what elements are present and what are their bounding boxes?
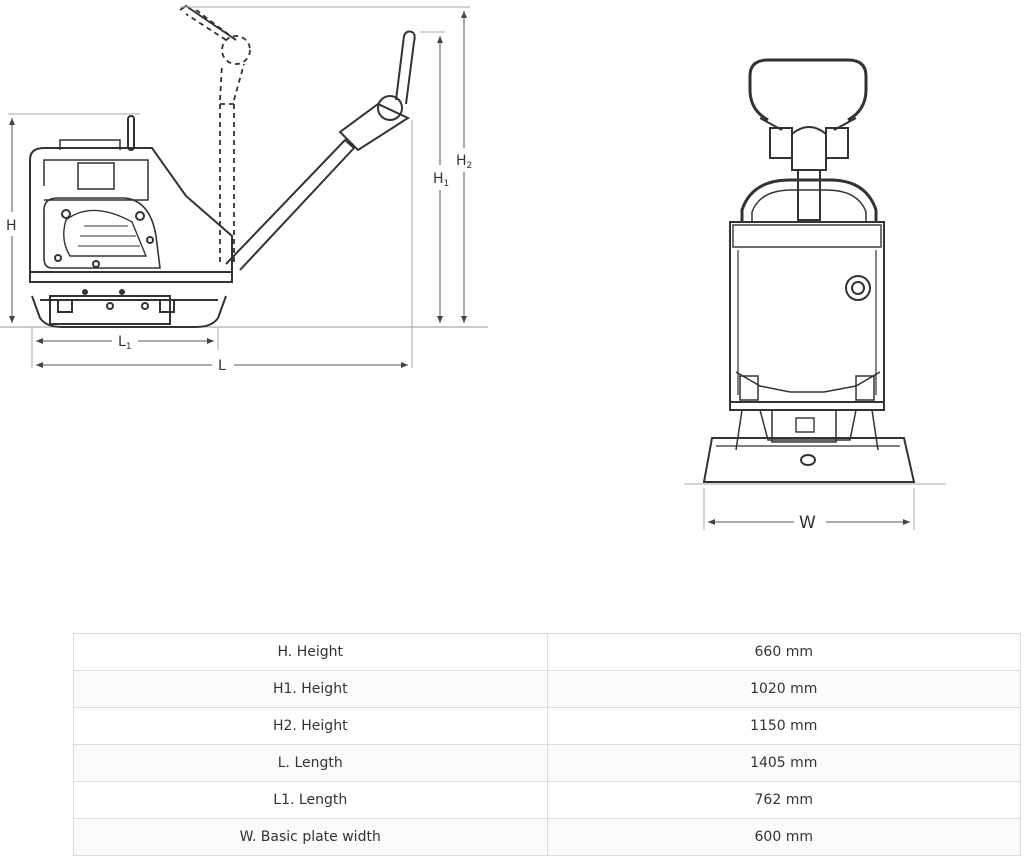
table-row: W. Basic plate width 600 mm [73, 818, 1021, 856]
spec-label: W. Basic plate width [73, 818, 548, 856]
front-view-dimensions [684, 483, 946, 530]
dim-label-h1: H1 [433, 171, 449, 189]
spec-value: 660 mm [546, 633, 1021, 671]
dim-label-l: L [218, 358, 226, 374]
table-row: L. Length 1405 mm [73, 744, 1021, 782]
spec-value: 762 mm [546, 781, 1021, 819]
front-view-drawing [702, 58, 916, 483]
spec-label: H2. Height [73, 707, 548, 745]
spec-label: L. Length [73, 744, 548, 782]
side-view-dimensions [8, 6, 470, 368]
spec-value: 600 mm [546, 818, 1021, 856]
table-row: H1. Height 1020 mm [73, 670, 1021, 708]
table-row: H2. Height 1150 mm [73, 707, 1021, 745]
dim-label-l1: L1 [118, 334, 132, 352]
spec-label: H1. Height [73, 670, 548, 708]
side-view-drawing [0, 4, 488, 328]
side-view-labels: H H1 H2 L1 L [6, 153, 472, 374]
table-row: H. Height 660 mm [73, 633, 1021, 671]
specifications-table: H. Height 660 mm H1. Height 1020 mm H2. … [73, 633, 1021, 856]
table-row: L1. Length 762 mm [73, 781, 1021, 819]
dim-label-h: H [6, 218, 17, 234]
spec-value: 1150 mm [546, 707, 1021, 745]
dim-label-h2: H2 [456, 153, 472, 171]
spec-value: 1405 mm [546, 744, 1021, 782]
spec-label: L1. Length [73, 781, 548, 819]
spec-value: 1020 mm [546, 670, 1021, 708]
technical-drawing: H H1 H2 L1 L [0, 4, 946, 533]
spec-label: H. Height [73, 633, 548, 671]
dim-label-w: W [799, 513, 816, 533]
